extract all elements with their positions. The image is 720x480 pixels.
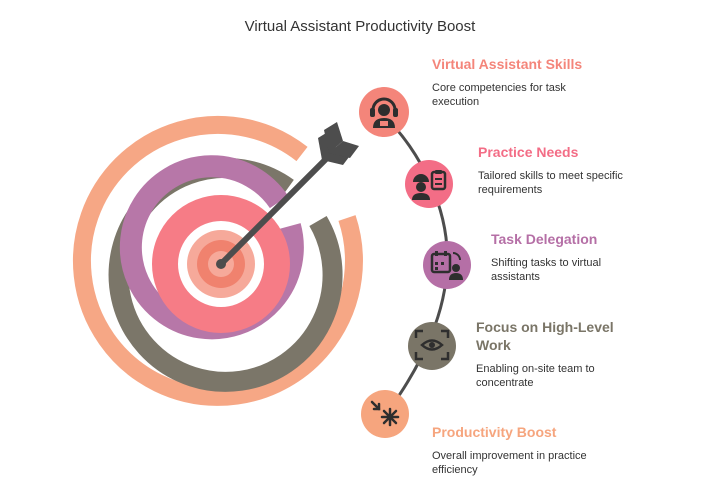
step-5-badge (361, 390, 409, 438)
outer-ring (73, 115, 363, 406)
step-3-title: Task Delegation (491, 231, 598, 247)
step-2-description: Tailored skills to meet specific require… (478, 170, 623, 196)
worker-clipboard-icon (412, 170, 447, 200)
step-5-text: Productivity Boost Overall improvement i… (432, 423, 682, 477)
focus-eye-icon (414, 329, 450, 361)
support-agent-icon (370, 97, 398, 128)
step-3-text: Task Delegation Shifting tasks to virtua… (491, 230, 720, 284)
step-5-title: Productivity Boost (432, 424, 557, 440)
arrow-fletching-icon (318, 122, 359, 165)
target-rings (73, 115, 363, 406)
step-2-title: Practice Needs (478, 144, 579, 160)
page-title: Virtual Assistant Productivity Boost (244, 18, 476, 35)
step-4-title: Focus on High-Level Work (476, 319, 614, 353)
fourth-ring (152, 195, 290, 333)
step-1-description: Core competencies for task execution (432, 82, 566, 108)
step-1-text: Virtual Assistant Skills Core competenci… (432, 55, 682, 109)
step-5-description: Overall improvement in practice efficien… (432, 450, 587, 476)
step-4-description: Enabling on-site team to concentrate (476, 363, 595, 389)
arrow (216, 122, 359, 269)
calendar-person-icon (430, 251, 463, 280)
step-2-text: Practice Needs Tailored skills to meet s… (478, 143, 720, 197)
step-3-badge (423, 241, 471, 289)
step-4-text: Focus on High-Level Work Enabling on-sit… (476, 318, 720, 390)
arrow-shaft (218, 150, 335, 267)
step-1-title: Virtual Assistant Skills (432, 56, 583, 72)
step-4-badge (408, 322, 456, 370)
arrow-tip (216, 259, 226, 269)
step-3-description: Shifting tasks to virtual assistants (491, 257, 602, 283)
step-2-badge (405, 160, 453, 208)
burst-arrow-icon (370, 400, 400, 427)
step-1-badge (359, 87, 409, 137)
